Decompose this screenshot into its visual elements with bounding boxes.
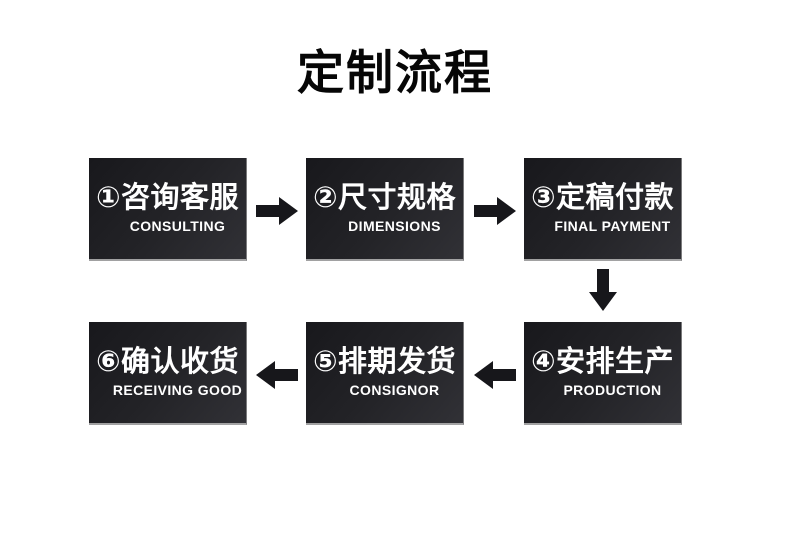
step-box-receiving-good: ⑥确认收货 RECEIVING GOOD [89,322,247,425]
step-box-dimensions: ②尺寸规格 DIMENSIONS [306,158,464,261]
step-sublabel: CONSULTING [129,218,226,235]
step-label: ①咨询客服 [95,182,240,215]
step-box-consulting: ①咨询客服 CONSULTING [89,158,247,261]
arrow-left-icon [474,359,516,391]
step-label: ⑥确认收货 [95,346,240,379]
step-sublabel: RECEIVING GOOD [112,382,243,399]
step-sublabel: PRODUCTION [563,382,662,399]
step-sublabel: FINAL PAYMENT [554,218,671,235]
arrow-left-icon [256,359,298,391]
step-label: ⑤排期发货 [312,346,457,379]
arrow-right-icon [256,195,298,227]
step-sublabel: DIMENSIONS [348,218,441,235]
step-label: ②尺寸规格 [312,182,457,215]
step-box-final-payment: ③定稿付款 FINAL PAYMENT [524,158,682,261]
arrow-down-icon [587,269,619,311]
step-box-production: ④安排生产 PRODUCTION [524,322,682,425]
page-title: 定制流程 [297,46,493,99]
step-sublabel: CONSIGNOR [349,382,440,399]
step-label: ③定稿付款 [530,182,675,215]
step-label: ④安排生产 [530,346,675,379]
step-box-consignor: ⑤排期发货 CONSIGNOR [306,322,464,425]
arrow-right-icon [474,195,516,227]
